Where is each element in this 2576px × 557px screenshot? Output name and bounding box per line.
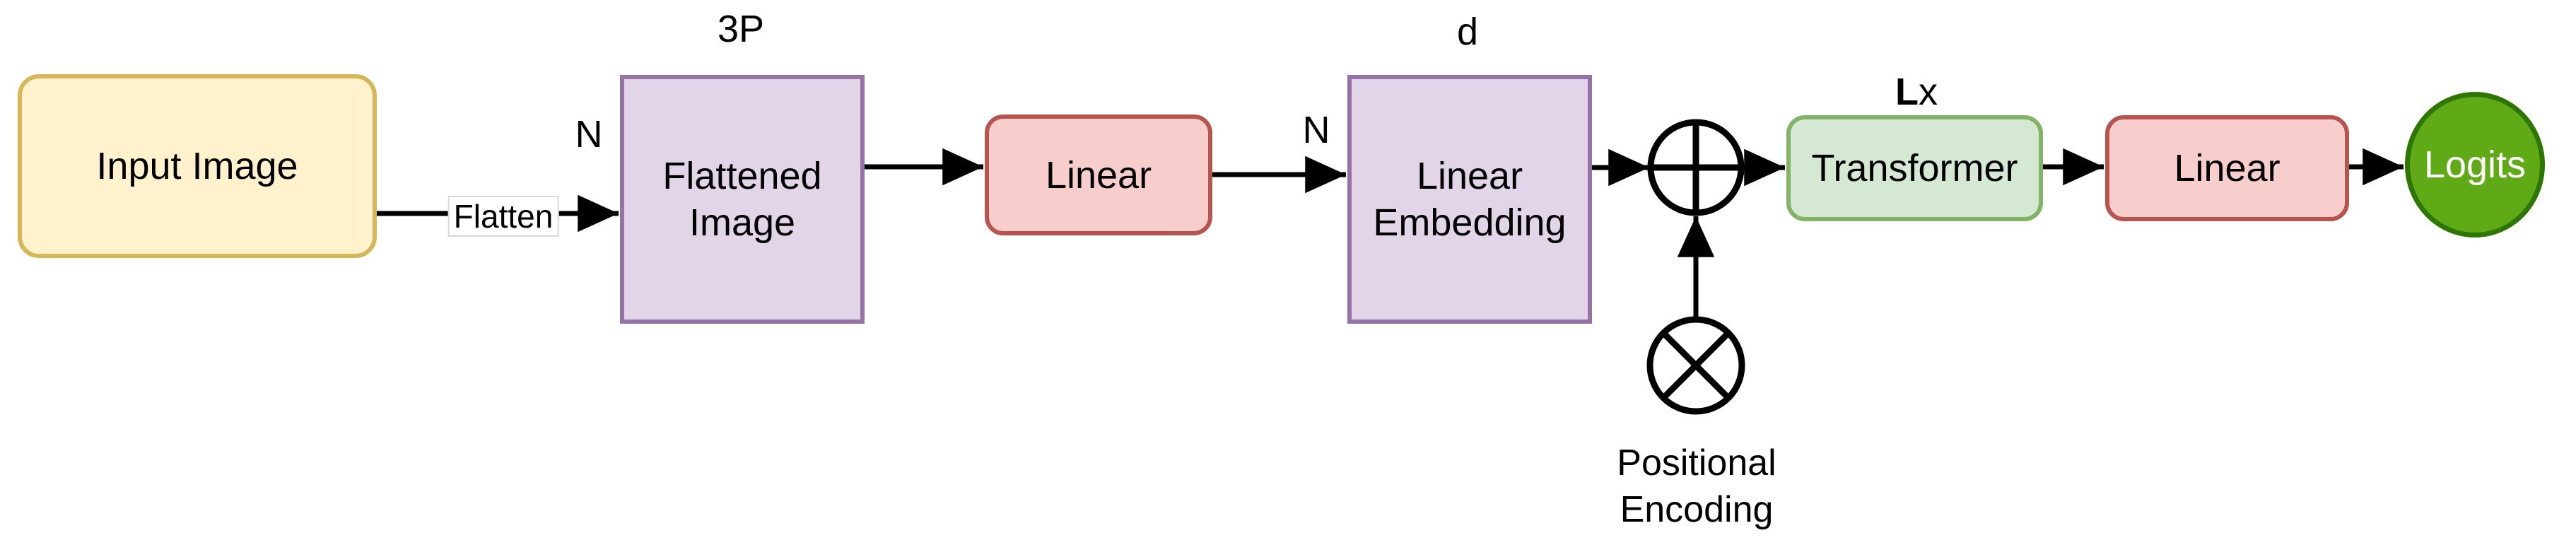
transformer-label: Transformer	[1811, 147, 2018, 189]
node-linear-1: Linear	[985, 115, 1212, 235]
node-logits: Logits	[2405, 92, 2545, 238]
dim-label-n-embedding: N	[1302, 109, 1330, 151]
linear-1-label: Linear	[1045, 153, 1152, 197]
logits-label: Logits	[2423, 143, 2527, 186]
linear-2-label: Linear	[2174, 147, 2281, 189]
node-linear-2: Linear	[2105, 115, 2349, 221]
transformer-repeat-label-rest: x	[1919, 71, 1938, 113]
linear-embedding-label-line1: Linear	[1416, 155, 1523, 197]
dim-label-d: d	[1456, 11, 1479, 53]
positional-encoding-label-line1: Positional	[1617, 442, 1776, 483]
flattened-image-label-line1: Flattened	[662, 155, 822, 197]
input-image-label: Input Image	[96, 145, 298, 187]
dim-label-3p: 3P	[717, 8, 765, 50]
node-linear-embedding: Linear Embedding	[1347, 75, 1592, 324]
flatten-edge-label: Flatten	[447, 196, 559, 237]
node-input-image: Input Image	[18, 74, 377, 258]
multiply-operator-icon	[1646, 316, 1745, 415]
add-operator-icon	[1647, 119, 1745, 216]
node-flattened-image: Flattened Image	[620, 75, 865, 324]
transformer-repeat-label-bold: L	[1895, 71, 1919, 113]
dim-label-n-flattened: N	[575, 113, 603, 156]
node-transformer: Transformer	[1786, 115, 2043, 221]
flattened-image-label-line2: Image	[689, 201, 796, 244]
positional-encoding-label-line2: Encoding	[1620, 489, 1774, 530]
flattened-image-label: Flattened Image	[662, 153, 821, 246]
linear-embedding-label-line2: Embedding	[1373, 201, 1567, 244]
transformer-repeat-label: Lx	[1895, 72, 1938, 112]
positional-encoding-label: Positional Encoding	[1617, 440, 1776, 533]
linear-embedding-label: Linear Embedding	[1373, 153, 1566, 246]
